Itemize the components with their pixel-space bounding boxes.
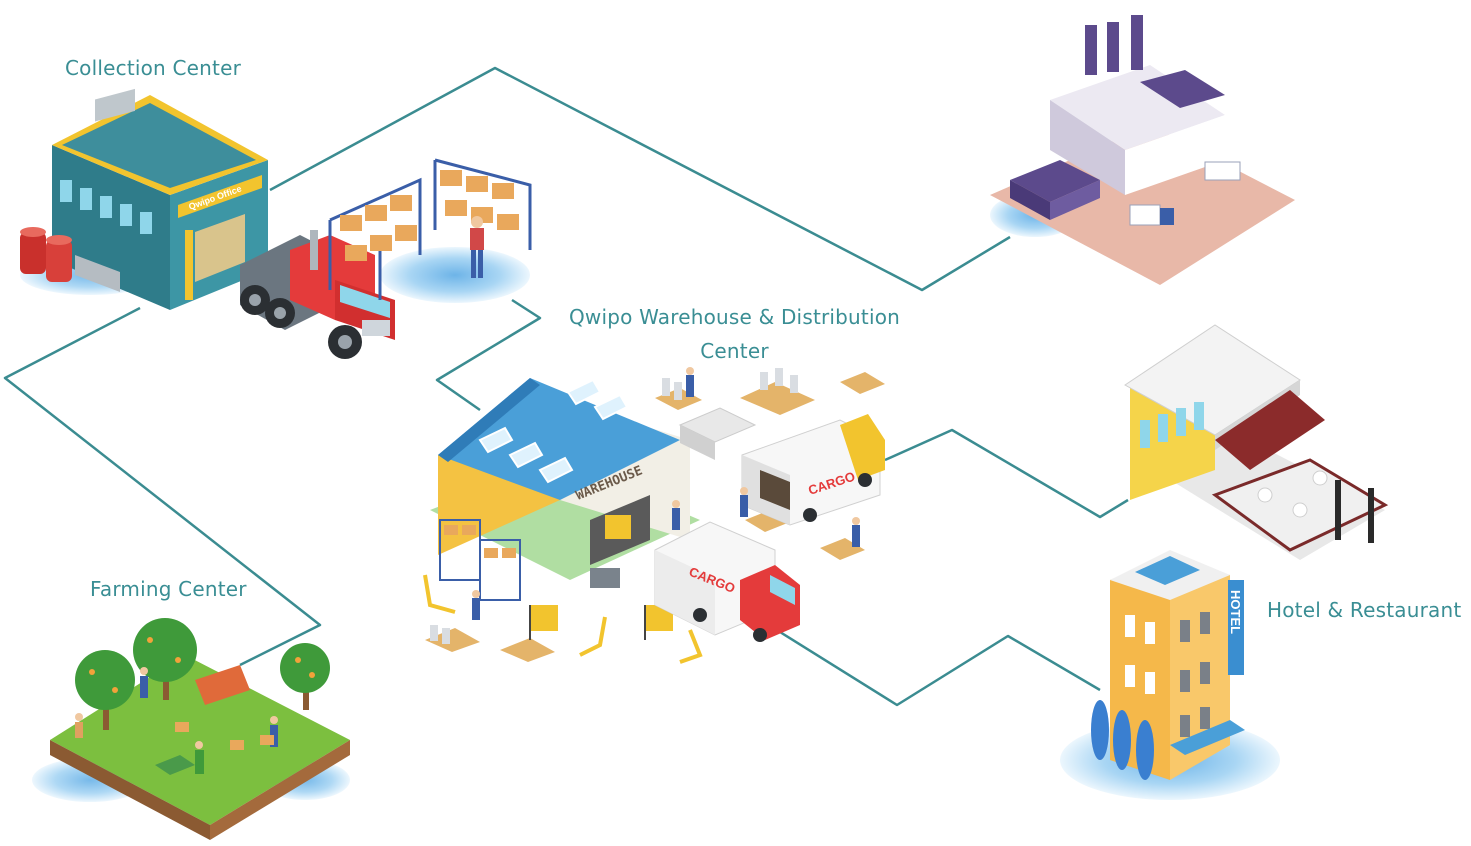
factory-trucks (1129, 161, 1241, 226)
collection-center-illustration: Qwipo Office (20, 88, 268, 310)
connector-truck-to-warehouse (435, 298, 542, 412)
restaurant-illustration (1124, 324, 1389, 560)
connector-lines (3, 66, 1129, 707)
farming-center-illustration (32, 618, 350, 840)
cargo-truck-lower: CARGO (654, 521, 800, 642)
gas-cylinders (430, 368, 798, 644)
connector-warehouse-to-restaurant (884, 428, 1129, 519)
barrels (20, 227, 72, 282)
hotel-illustration: HOTEL (1060, 550, 1280, 800)
warehouse-illustration: WAREHOUSE (430, 378, 700, 601)
connector-collection-to-farming (3, 306, 322, 667)
factory-illustration (990, 5, 1295, 285)
hotel-restaurant-label: Hotel & Restaurant (1267, 598, 1462, 622)
warehouse-label: Qwipo Warehouse & Distribution Center (552, 300, 917, 368)
connector-warehouse-to-hotel (779, 630, 1101, 707)
cargo-truck-upper: CARGO (741, 414, 885, 526)
collection-center-label: Collection Center (65, 56, 241, 80)
warehouse-label-line1: Qwipo Warehouse & Distribution (568, 305, 901, 329)
connector-collection-to-factory (269, 66, 1011, 292)
warehouse-label-line2: Center (700, 339, 769, 363)
hand-pallet-jacks (423, 574, 703, 664)
warehouse-workers (472, 367, 860, 620)
hotel-sign-text: HOTEL (1228, 590, 1243, 634)
fruit-trees (75, 618, 330, 730)
storage-shelves-illustration (328, 158, 532, 303)
farming-center-label: Farming Center (90, 577, 247, 601)
